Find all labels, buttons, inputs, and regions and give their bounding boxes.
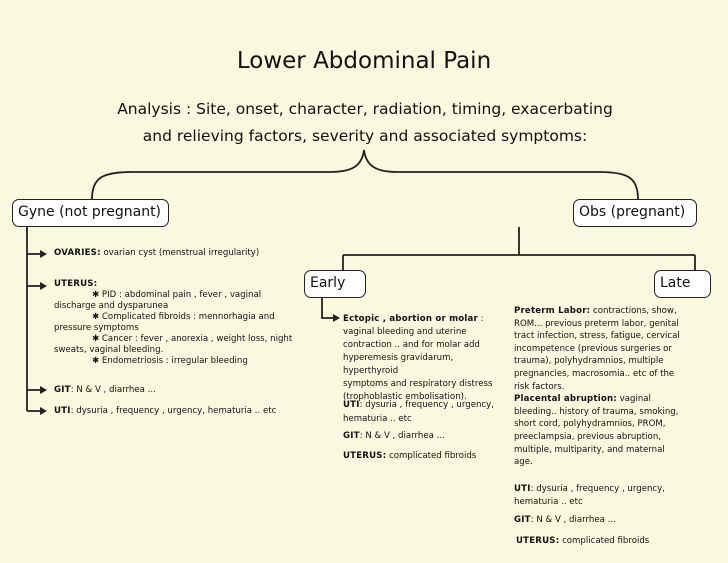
page-title: Lower Abdominal Pain [236, 48, 492, 74]
ectopic-line: (trophoblastic embolisation). [343, 392, 467, 402]
late-uterus-item: UTERUS: complicated fibroids [516, 536, 696, 547]
early-uterus-heading: UTERUS: [343, 451, 387, 461]
late-uti-heading: UTI [514, 484, 531, 494]
late-uti-text: : dysuria , frequency , urgency, [530, 484, 665, 494]
ovaries-item: OVARIES: ovarian cyst (menstrual irregul… [54, 248, 294, 259]
ovaries-text: ovarian cyst (menstrual irregularity) [100, 248, 260, 258]
early-uti-heading: UTI [343, 400, 360, 410]
gyne-uti-item: UTI: dysuria , frequency , urgency, hema… [54, 406, 294, 417]
preterm-line: tract infection, stress, fatigue, cervic… [514, 331, 680, 342]
early-uterus-text: complicated fibroids [386, 451, 477, 461]
analysis-text: Analysis : Site, onset, character, radia… [70, 96, 660, 150]
uterus-pid-cont: discharge and dysparunea [54, 301, 169, 311]
early-uterus-item: UTERUS: complicated fibroids [343, 451, 508, 462]
gyne-git-text: : N & V , diarrhea ... [70, 385, 156, 395]
late-git-item: GIT: N & V , diarrhea ... [514, 515, 694, 526]
gyne-git-item: GIT: N & V , diarrhea ... [54, 385, 294, 396]
late-uti-item: UTI: dysuria , frequency , urgency, hema… [514, 483, 694, 509]
early-uti-text-cont: hematuria .. etc [343, 414, 412, 424]
late-uti-text-cont: hematuria .. etc [514, 497, 583, 507]
ectopic-line: vaginal bleeding and uterine [343, 327, 467, 337]
preterm-line: ROM... previous preterm labor, genital [514, 318, 679, 329]
early-git-text: : N & V , diarrhea ... [359, 431, 445, 441]
gyne-uti-text: : dysuria , frequency , urgency, hematur… [70, 406, 277, 416]
ectopic-line: contraction .. and for molar add [343, 340, 480, 350]
late-box: Late [654, 270, 711, 298]
late-git-text: : N & V , diarrhea ... [530, 515, 616, 525]
obs-connector [342, 227, 696, 270]
brace [91, 149, 639, 200]
early-git-heading: GIT [343, 431, 360, 441]
late-preterm-item: Preterm Labor: contractions, show, ROM..… [514, 305, 694, 469]
early-uti-item: UTI: dysuria , frequency , urgency, hema… [343, 398, 508, 426]
abruption-heading: Placental abruption: [514, 394, 617, 405]
ectopic-colon: : [477, 314, 484, 324]
early-git-item: GIT: N & V , diarrhea ... [343, 431, 508, 442]
uterus-pid: ✱ PID : abdominal pain , fever , vaginal [92, 290, 262, 300]
early-arrow-line [321, 298, 335, 319]
late-git-heading: GIT [514, 515, 531, 525]
ectopic-heading: Ectopic , abortion or molar [343, 314, 478, 324]
preterm-line: pregnancies, macrosomia.. etc of the [514, 368, 675, 379]
uterus-fibroids: ✱ Complicated fibroids : mennorhagia and [92, 312, 275, 322]
preterm-line: incompetence (previous surgeries or [514, 343, 672, 354]
abruption-line: multiple, multiparity, and maternal [514, 444, 665, 455]
uterus-cancer: ✱ Cancer : fever , anorexia , weight los… [92, 334, 293, 344]
uterus-item: UTERUS: ✱ PID : abdominal pain , fever ,… [54, 279, 294, 367]
gyne-git-heading: GIT [54, 385, 71, 395]
uterus-endometriosis: ✱ Endometriosis : irregular bleeding [92, 356, 248, 366]
uterus-fibroids-cont: pressure symptoms [54, 323, 139, 333]
abruption-first-line: vaginal [616, 394, 651, 405]
early-box: Early [304, 270, 366, 298]
obs-box: Obs (pregnant) [573, 199, 697, 227]
abruption-line: age. [514, 457, 533, 468]
late-uterus-heading: UTERUS: [516, 536, 560, 546]
early-uti-text: : dysuria , frequency , urgency, [359, 400, 494, 410]
gyne-uti-heading: UTI [54, 406, 71, 416]
late-uterus-text: complicated fibroids [559, 536, 650, 546]
early-ectopic-item: Ectopic , abortion or molar : vaginal bl… [343, 313, 508, 404]
analysis-line-2: and relieving factors, severity and asso… [142, 127, 588, 145]
abruption-line: bleeding.. history of trauma, smoking, [514, 406, 679, 417]
abruption-line: preeclampsia, previous abruption, [514, 431, 661, 442]
ectopic-line: hyperemesis gravidarum, hyperthyroid [343, 353, 454, 376]
ovaries-heading: OVARIES: [54, 248, 101, 258]
preterm-heading: Preterm Labor: [514, 306, 591, 316]
preterm-first-line: contractions, show, [590, 306, 677, 316]
analysis-line-1: Analysis : Site, onset, character, radia… [117, 100, 613, 118]
gyne-box: Gyne (not pregnant) [12, 199, 169, 227]
ectopic-line: symptoms and respiratory distress [343, 379, 493, 389]
uterus-cancer-cont: sweats, vaginal bleeding. [54, 345, 164, 355]
abruption-line: short cord, polyhydramnios, PROM, [514, 419, 666, 430]
uterus-heading: UTERUS: [54, 279, 98, 289]
preterm-line: risk factors. [514, 381, 565, 392]
preterm-line: trauma), polyhydramnios, multiple [514, 356, 664, 367]
